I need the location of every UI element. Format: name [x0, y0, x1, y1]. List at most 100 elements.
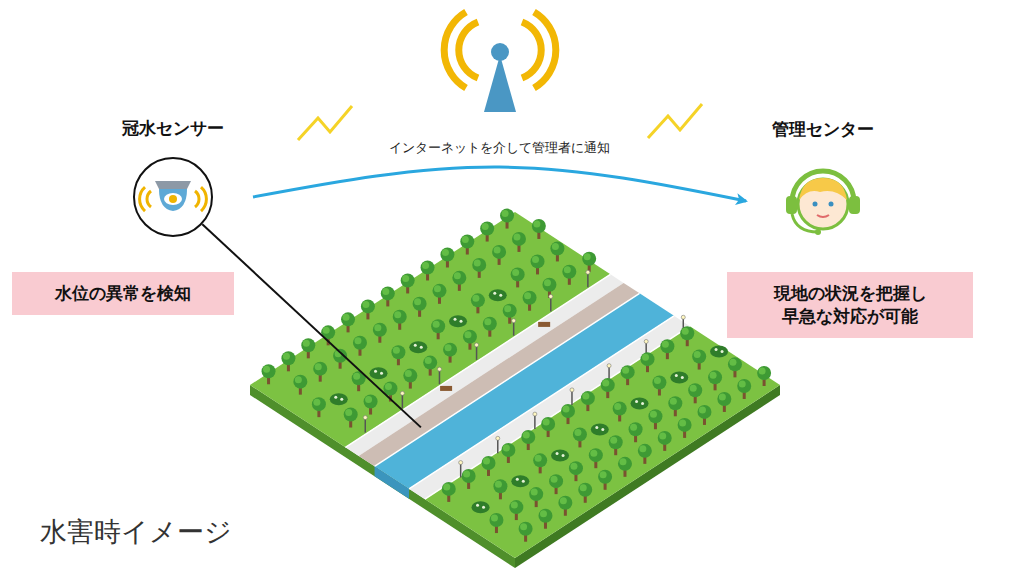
tree-trunk [714, 383, 717, 390]
tree-crown [629, 422, 643, 436]
tree-crown [482, 456, 496, 470]
tree-crown [601, 378, 615, 392]
tree-trunk [527, 443, 530, 450]
lamp [459, 461, 463, 465]
river-side [375, 466, 409, 498]
lamp-post [497, 439, 499, 453]
tree-trunk [467, 482, 470, 489]
railing [345, 274, 610, 447]
shrub [631, 397, 649, 409]
lamp [363, 416, 367, 420]
lamp-post [365, 419, 367, 433]
tree-highlight [382, 288, 389, 295]
tree-highlight [513, 233, 520, 240]
tree-crown [578, 483, 592, 497]
tree-trunk [349, 421, 352, 428]
tree-trunk [409, 382, 412, 389]
tree-trunk [397, 358, 400, 365]
tree-highlight [303, 340, 310, 347]
tree-trunk [564, 509, 567, 516]
lamp [475, 343, 479, 347]
tree-crown [413, 297, 427, 311]
lamp-post [439, 370, 441, 384]
tree-highlight [374, 324, 381, 331]
caption: 水害時イメージ [40, 514, 232, 550]
tree-crown [618, 457, 632, 471]
tree-highlight [639, 445, 646, 452]
tree-trunk [515, 513, 518, 520]
tree-trunk [584, 496, 587, 503]
tree-crown [598, 470, 612, 484]
tree-highlight [491, 515, 498, 522]
signal-zigzag [298, 106, 352, 140]
tree-highlight [739, 380, 746, 387]
tree-highlight [590, 450, 597, 457]
tree-crown [480, 222, 494, 236]
shrub [409, 341, 427, 353]
tree-trunk [438, 297, 441, 304]
tree-highlight [630, 424, 637, 431]
shrub-flower [414, 344, 417, 347]
tree-highlight [394, 311, 401, 318]
shrub-flower [476, 504, 479, 507]
tree-highlight [719, 393, 726, 400]
shrub [370, 367, 388, 379]
tree-trunk [506, 222, 509, 229]
shrub-flower [595, 426, 598, 429]
shrub-flower [522, 480, 525, 483]
tree-highlight [495, 481, 502, 488]
tree-highlight [462, 236, 469, 243]
tree-highlight [619, 458, 626, 465]
tree-crown [609, 435, 623, 449]
tree-trunk [723, 405, 726, 412]
tree-highlight [502, 210, 509, 217]
tree-crown [521, 430, 535, 444]
tree-trunk [366, 312, 369, 319]
headset-icon [780, 158, 866, 244]
tree-trunk [604, 483, 607, 490]
tree-crown [301, 338, 315, 352]
signal-zigzag [648, 104, 702, 138]
tree-crown [589, 448, 603, 462]
tree-highlight [694, 351, 701, 358]
tree-trunk [299, 388, 302, 395]
tree-crown [531, 254, 545, 268]
tree-trunk [544, 522, 547, 529]
tree-trunk [486, 235, 489, 242]
tree-highlight [503, 444, 510, 451]
tree-trunk [743, 392, 746, 399]
tree-trunk [468, 343, 471, 350]
tree-trunk [634, 435, 637, 442]
tree-highlight [385, 383, 392, 390]
tree-crown [381, 286, 395, 300]
tree-trunk [568, 278, 571, 285]
tree-trunk [646, 365, 649, 372]
railing [375, 293, 640, 466]
tree-trunk [643, 457, 646, 464]
shrub [670, 372, 688, 384]
tree-trunk [398, 323, 401, 330]
tree-trunk [267, 377, 270, 384]
node-heading: 管理センター [772, 118, 874, 141]
notify-arrow [253, 167, 746, 201]
tree-highlight [353, 373, 360, 380]
tree-crown [344, 408, 358, 422]
tree-trunk [658, 389, 661, 396]
shrub-flower [493, 292, 496, 295]
tree-crown [460, 235, 474, 249]
tree-trunk [594, 461, 597, 468]
shrub-flower [715, 348, 718, 351]
tree-highlight [442, 249, 449, 256]
tree-highlight [283, 353, 290, 360]
tree-highlight [533, 220, 540, 227]
tree-crown [421, 260, 435, 274]
tree-crown [462, 469, 476, 483]
tree-highlight [512, 269, 519, 276]
tree-highlight [523, 432, 530, 439]
tree-crown [519, 522, 533, 536]
lamp-post [571, 391, 573, 405]
shrub-flower [454, 318, 457, 321]
tree-crown [500, 209, 514, 223]
tree-highlight [544, 279, 551, 286]
tree-crown [391, 345, 405, 359]
